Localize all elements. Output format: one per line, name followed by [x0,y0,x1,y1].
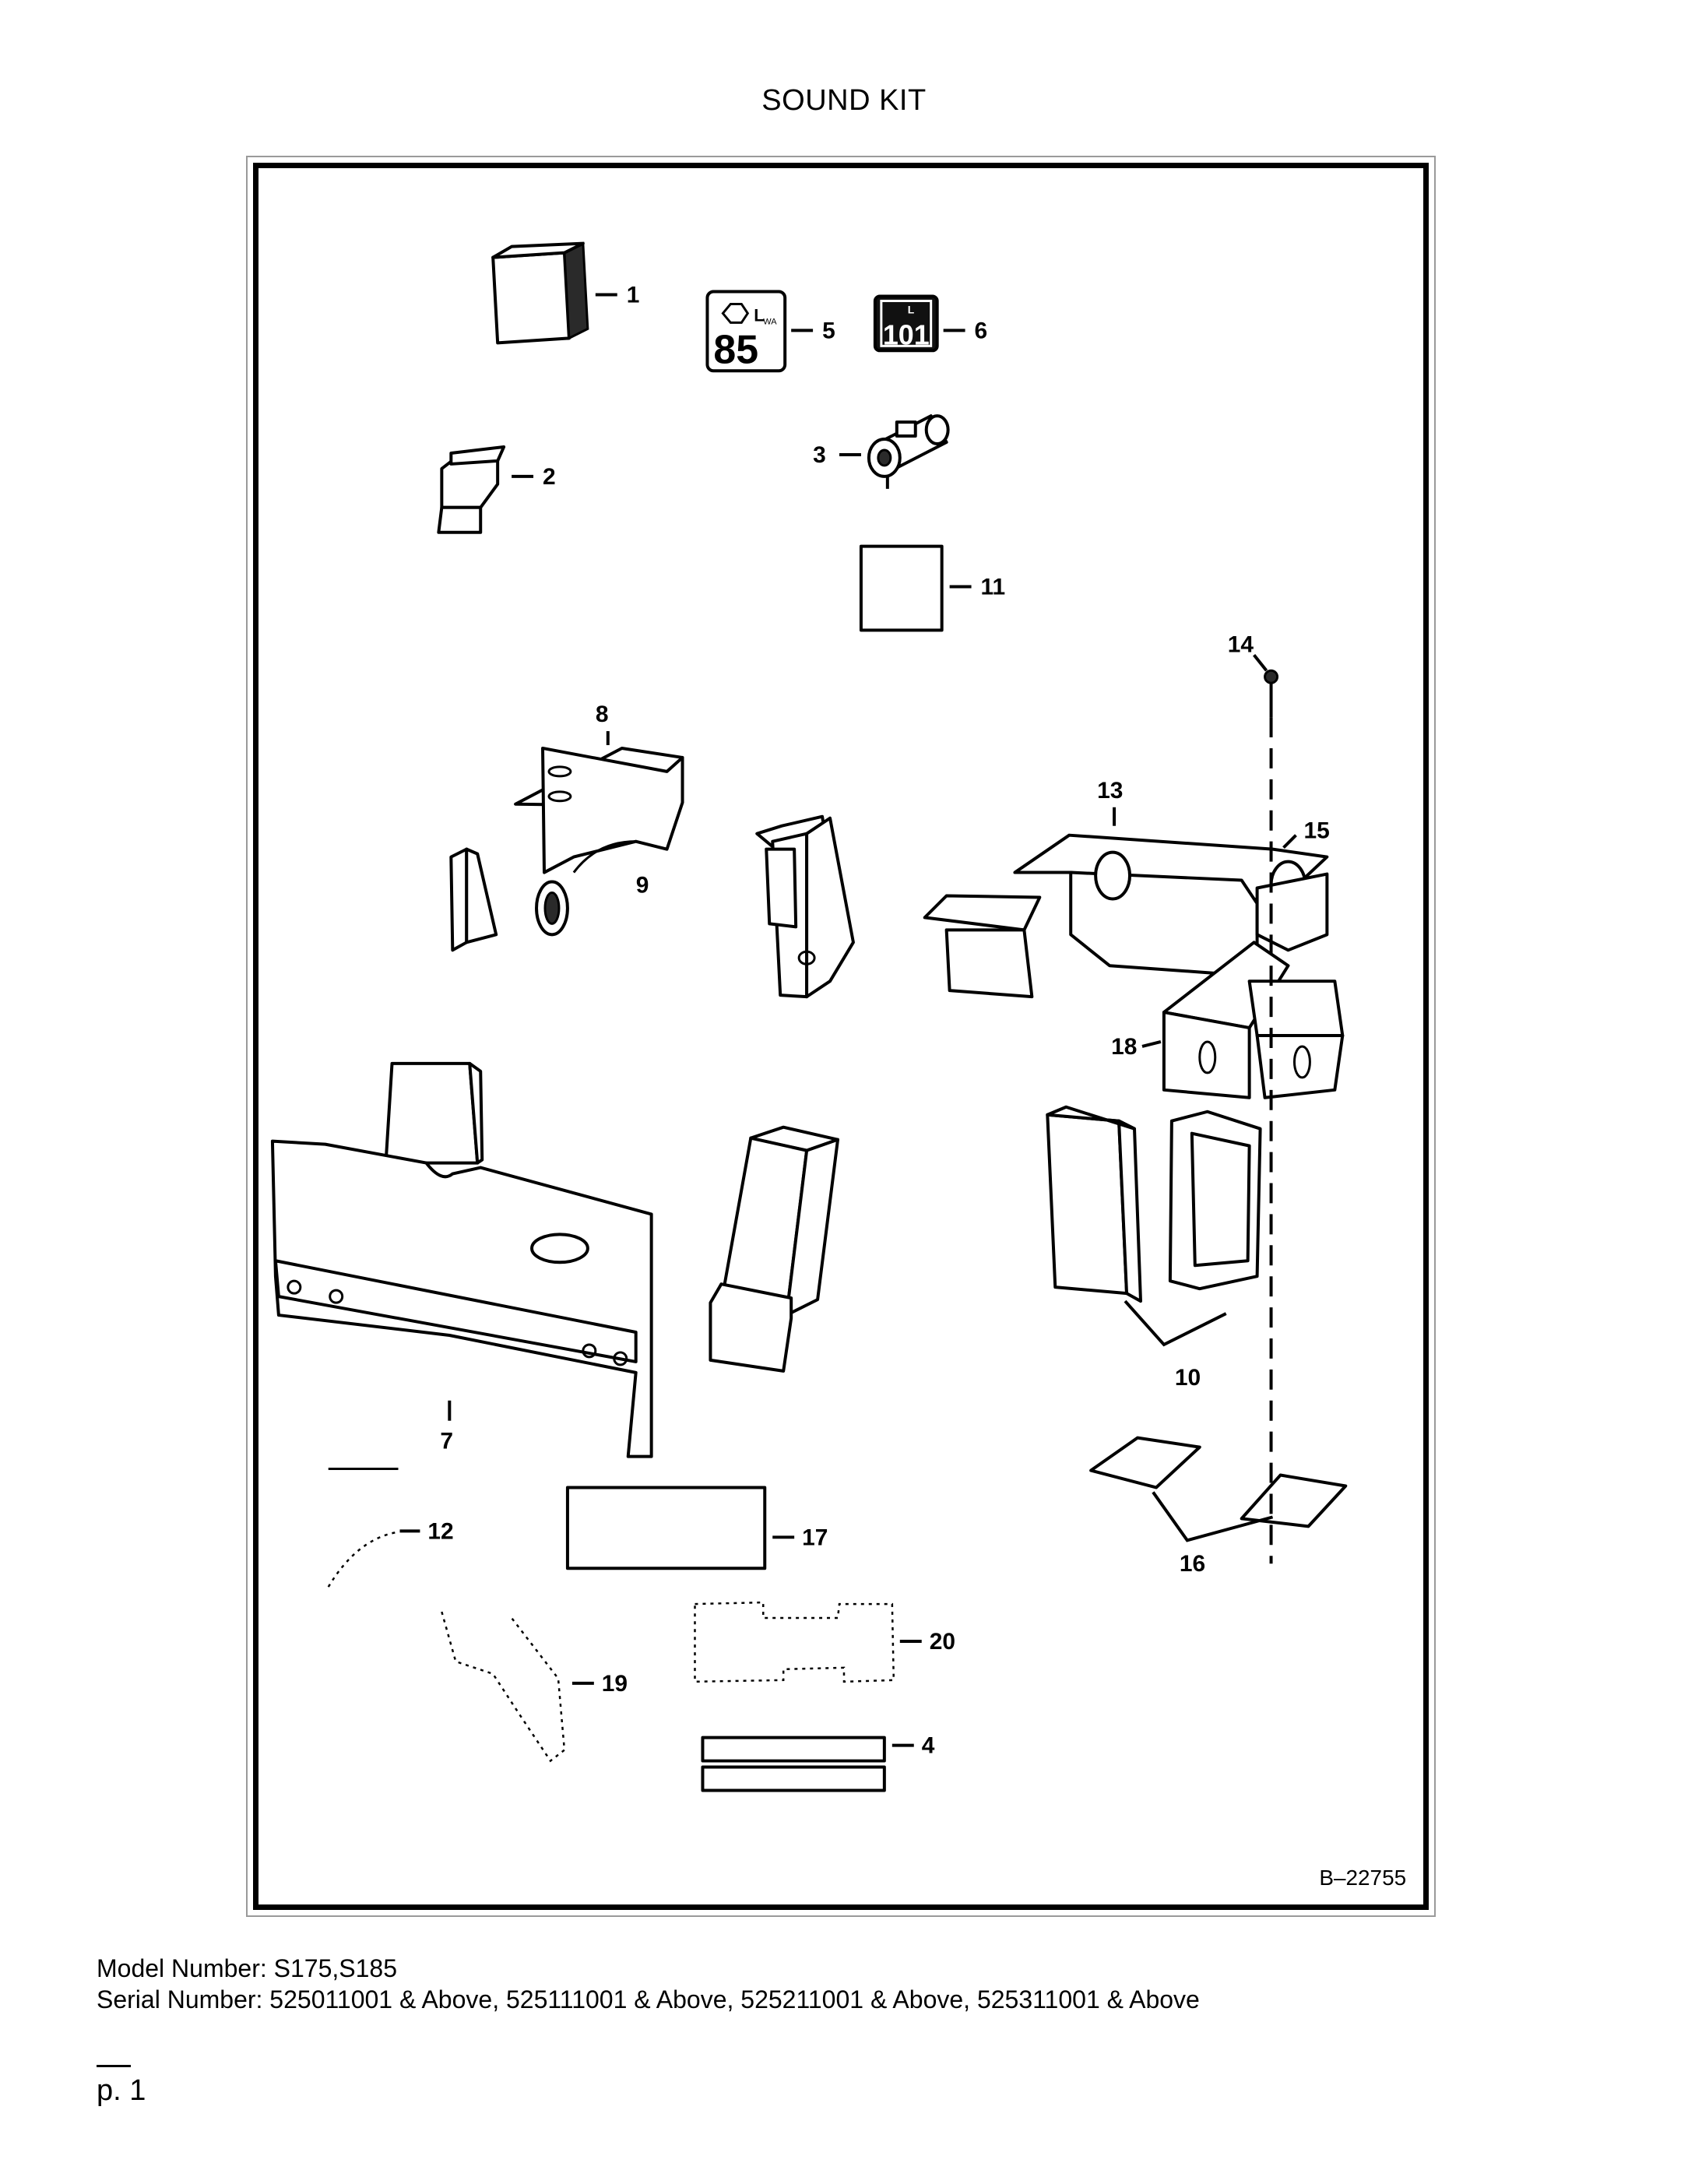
callout-10: 10 [1175,1365,1201,1391]
callout-20: 20 [930,1629,955,1655]
part-middle-upright [755,814,855,999]
callout-14: 14 [1228,631,1254,657]
callout-4: 4 [922,1733,935,1759]
part-middle-foam-block [709,1125,840,1373]
part-10-foam-blocks [1046,1105,1262,1347]
figure-frame: 1 L WA 85 5 L 101 6 2 [246,156,1436,1917]
part-4-strips [701,1736,914,1792]
part-19-seal [441,1611,594,1763]
callout-17: 17 [802,1525,828,1550]
callout-8: 8 [596,702,609,727]
model-number: Model Number: S175,S185 [97,1954,397,1982]
page-number: p. 1 [97,2074,146,2107]
callout-16: 16 [1180,1551,1205,1577]
part-8-side-panel [449,731,684,952]
decal-6-unit: L [908,303,915,315]
page-number-rule [97,2065,131,2067]
figure-border [253,163,1429,1910]
part-11-pad [859,544,972,632]
part-3-valve [839,414,950,489]
callout-12: 12 [427,1518,453,1544]
part-17-pad [565,1486,795,1570]
decal-5-value: 85 [713,326,758,371]
page-title: SOUND KIT [761,84,927,117]
callout-2: 2 [543,464,556,490]
figure-id: B–22755 [1319,1866,1406,1890]
callout-15: 15 [1303,818,1329,844]
exploded-parts-diagram: 1 L WA 85 5 L 101 6 2 [270,241,1406,1890]
part-5-noise-decal: L WA 85 [705,290,814,373]
part-2-bracket [437,445,534,534]
part-small-pad [923,894,1042,999]
callout-11: 11 [981,574,1006,600]
callout-7: 7 [440,1429,453,1454]
callout-1: 1 [627,282,640,308]
part-20-gasket [694,1601,922,1683]
callout-5: 5 [822,318,835,343]
callout-3: 3 [813,442,826,468]
decal-5-unit-sub: WA [763,317,777,326]
decal-6-value: 101 [883,319,930,350]
serial-number: Serial Number: 525011001 & Above, 525111… [97,1985,1200,2013]
part-14-bolt [1253,654,1279,718]
part-1-foam-block [491,241,617,345]
hexagon-icon [721,302,750,324]
decal-5-unit: L [754,305,764,325]
part-12-seal-strip [327,1468,420,1588]
part-13-top-panel [1013,807,1329,976]
callout-9: 9 [636,872,649,898]
part-7-front-panel [270,1061,653,1458]
part-18-lower-panel [1141,941,1345,1099]
callout-6: 6 [975,318,988,343]
part-6-noise-decal: L 101 [873,294,965,353]
callout-13: 13 [1097,778,1123,804]
callout-19: 19 [602,1671,628,1697]
callout-18: 18 [1111,1034,1137,1060]
part-16-pads [1089,1436,1348,1542]
